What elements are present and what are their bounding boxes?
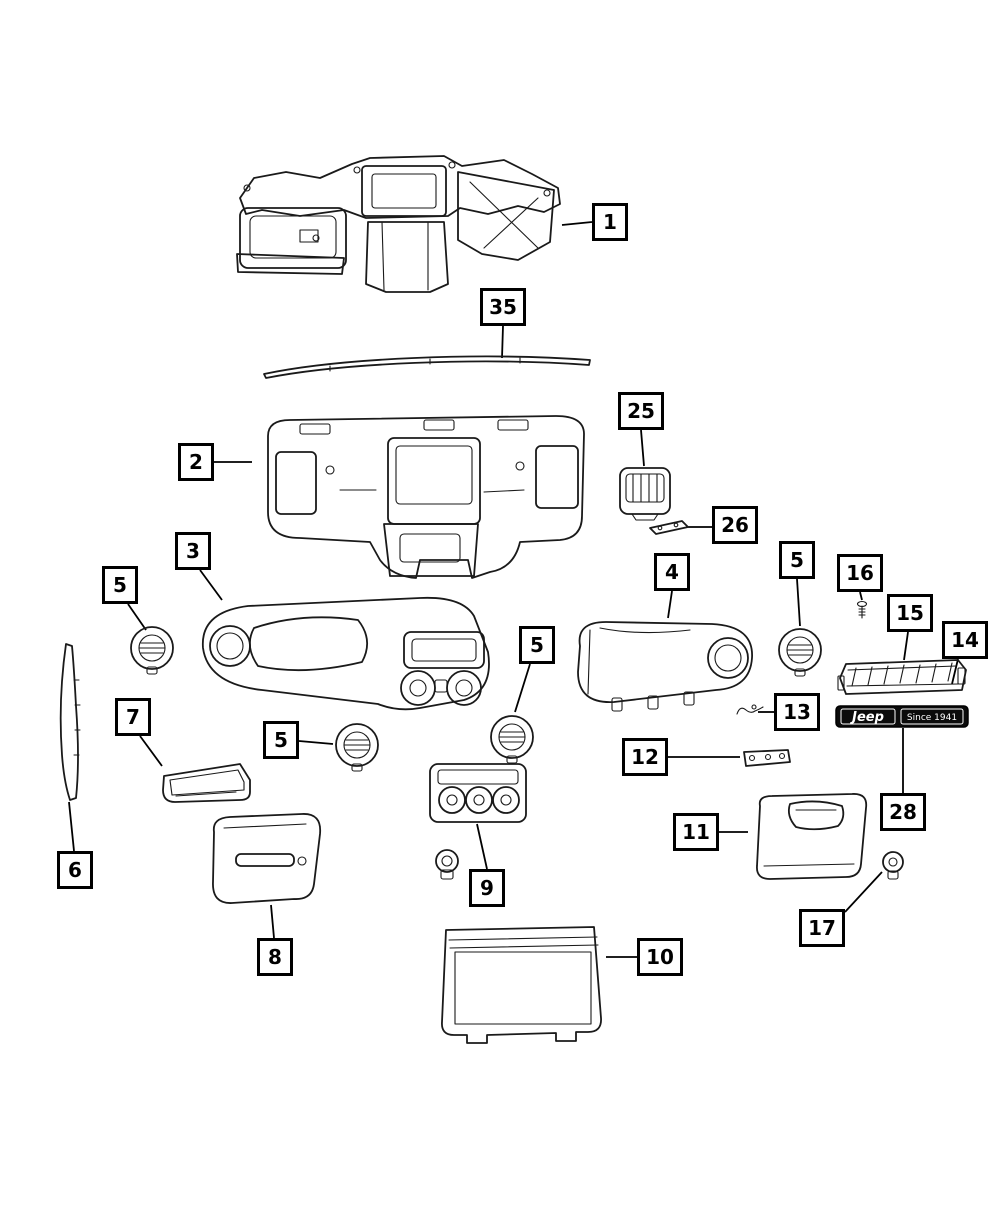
callout-1: 1 [592,203,628,241]
part-screw [856,600,868,619]
callout-11: 11 [673,813,719,851]
callout-3: 3 [175,532,211,570]
part-control-knob [435,849,459,880]
callout-25: 25 [618,392,664,430]
part-clip-hook [736,704,764,715]
callout-5d: 5 [263,721,299,759]
callout-35: 35 [480,288,526,326]
callout-5a: 5 [102,566,138,604]
callout-5b: 5 [779,541,815,579]
callout-15: 15 [887,594,933,632]
part-jeep-badge: Jeep Since 1941 [835,705,969,728]
part-a-pillar-trim [59,643,81,801]
part-small-bracket [649,520,689,535]
callout-12: 12 [622,738,668,776]
callout-4: 4 [654,553,690,591]
part-reinforcement-bar [837,659,967,695]
callout-9: 9 [469,869,505,907]
callout-17: 17 [799,909,845,947]
part-storage-bin [441,926,602,1044]
callout-16: 16 [837,554,883,592]
part-air-vent-mid-left [335,723,379,772]
part-air-vent-left [130,626,174,675]
part-knob [882,851,904,880]
part-passenger-trim-panel [577,621,753,712]
part-windshield-trim-strip [263,355,591,379]
part-lower-tray [162,763,251,803]
part-instrument-panel-base [267,415,585,579]
badge-brand-text: Jeep [849,710,884,725]
callout-6: 6 [57,851,93,889]
callout-10: 10 [637,938,683,976]
part-vent-housing [619,467,671,521]
part-knee-bolster [212,813,322,904]
callout-7: 7 [115,698,151,736]
badge-tagline-text: Since 1941 [907,713,957,723]
callout-8: 8 [257,938,293,976]
callout-28: 28 [880,793,926,831]
callout-13: 13 [774,693,820,731]
callout-2: 2 [178,443,214,481]
leader-lines [68,221,959,958]
part-climate-control [429,763,527,823]
part-cluster-bezel [202,596,490,711]
part-instrument-panel-frame [236,155,561,293]
part-glove-box-door [756,793,868,880]
part-lower-bracket [743,749,791,767]
callout-14: 14 [942,621,988,659]
part-air-vent-center [490,715,534,764]
callout-26: 26 [712,506,758,544]
part-air-vent-right [778,628,822,677]
callout-5c: 5 [519,626,555,664]
